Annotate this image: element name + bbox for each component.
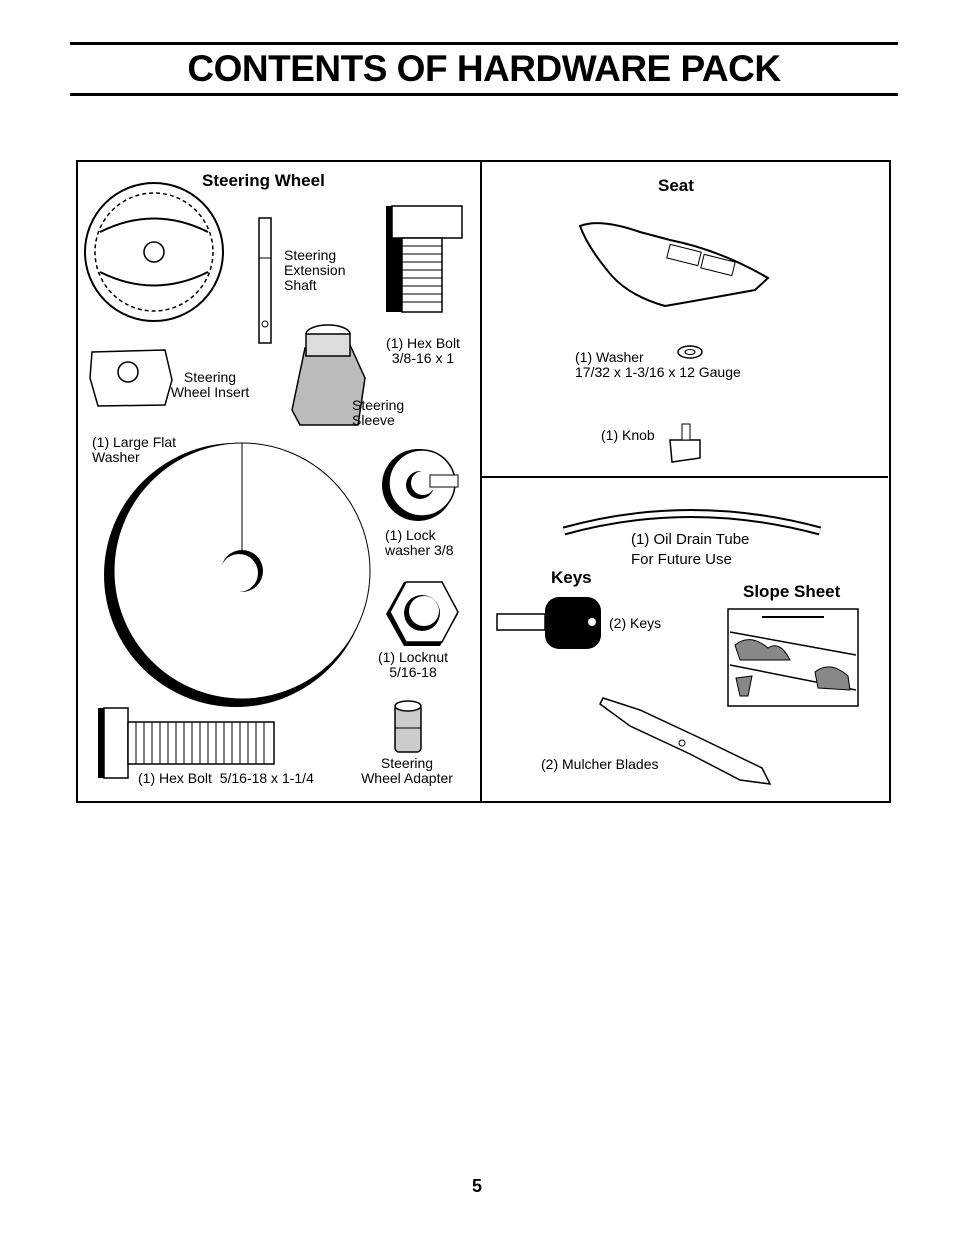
seat-washer-illustration <box>677 345 703 359</box>
hex-bolt-large-label: (1) Hex Bolt 5/16-18 x 1-1/4 <box>138 770 314 786</box>
hex-bolt-large-illustration <box>98 707 275 779</box>
wheel-insert-illustration <box>89 349 173 407</box>
wheel-insert-label: Steering Wheel Insert <box>170 369 250 400</box>
vertical-divider <box>480 160 482 803</box>
seat-illustration <box>578 222 770 308</box>
large-flat-washer-label: (1) Large Flat Washer <box>92 434 177 465</box>
wheel-adapter-illustration <box>394 700 422 753</box>
lock-washer-illustration <box>382 449 459 521</box>
knob-label: (1) Knob <box>601 427 655 443</box>
mulcher-blade-illustration <box>599 697 772 785</box>
locknut-illustration <box>386 581 459 646</box>
keys-heading: Keys <box>551 568 592 587</box>
seat-washer-label: (1) Washer 17/32 x 1-3/16 x 12 Gauge <box>575 349 741 380</box>
mulcher-blades-label: (2) Mulcher Blades <box>541 756 659 772</box>
wheel-adapter-label: Steering Wheel Adapter <box>361 755 453 786</box>
oil-drain-tube-label: (1) Oil Drain Tube For Future Use <box>631 531 750 568</box>
knob-illustration <box>669 423 701 463</box>
parts-frame <box>76 160 891 803</box>
oil-drain-tube-illustration <box>562 509 822 536</box>
slope-sheet-heading: Slope Sheet <box>743 582 841 601</box>
extension-shaft-illustration <box>258 217 272 344</box>
large-flat-washer-illustration <box>104 442 371 707</box>
hex-bolt-small-illustration <box>386 205 463 313</box>
horizontal-divider <box>482 476 888 478</box>
slope-sheet-illustration <box>727 608 859 707</box>
keys-label: (2) Keys <box>609 615 662 631</box>
steering-sleeve-illustration <box>291 324 366 426</box>
steering-wheel-heading: Steering Wheel <box>202 171 325 190</box>
sleeve-label: Steering Sleeve <box>352 397 405 428</box>
top-rule <box>70 42 898 45</box>
seat-heading: Seat <box>658 176 694 195</box>
page-number: 5 <box>471 1176 482 1196</box>
locknut-label: (1) Locknut 5/16-18 <box>377 649 449 680</box>
key-illustration <box>496 597 601 649</box>
hex-bolt-small-label: (1) Hex Bolt 3/8-16 x 1 <box>386 335 460 366</box>
page-title: CONTENTS OF HARDWARE PACK <box>187 48 781 89</box>
extension-shaft-label: Steering Extension Shaft <box>284 247 346 293</box>
steering-wheel-illustration <box>84 182 224 322</box>
title-underline <box>70 93 898 96</box>
lock-washer-label: (1) Lock washer 3/8 <box>385 527 454 558</box>
